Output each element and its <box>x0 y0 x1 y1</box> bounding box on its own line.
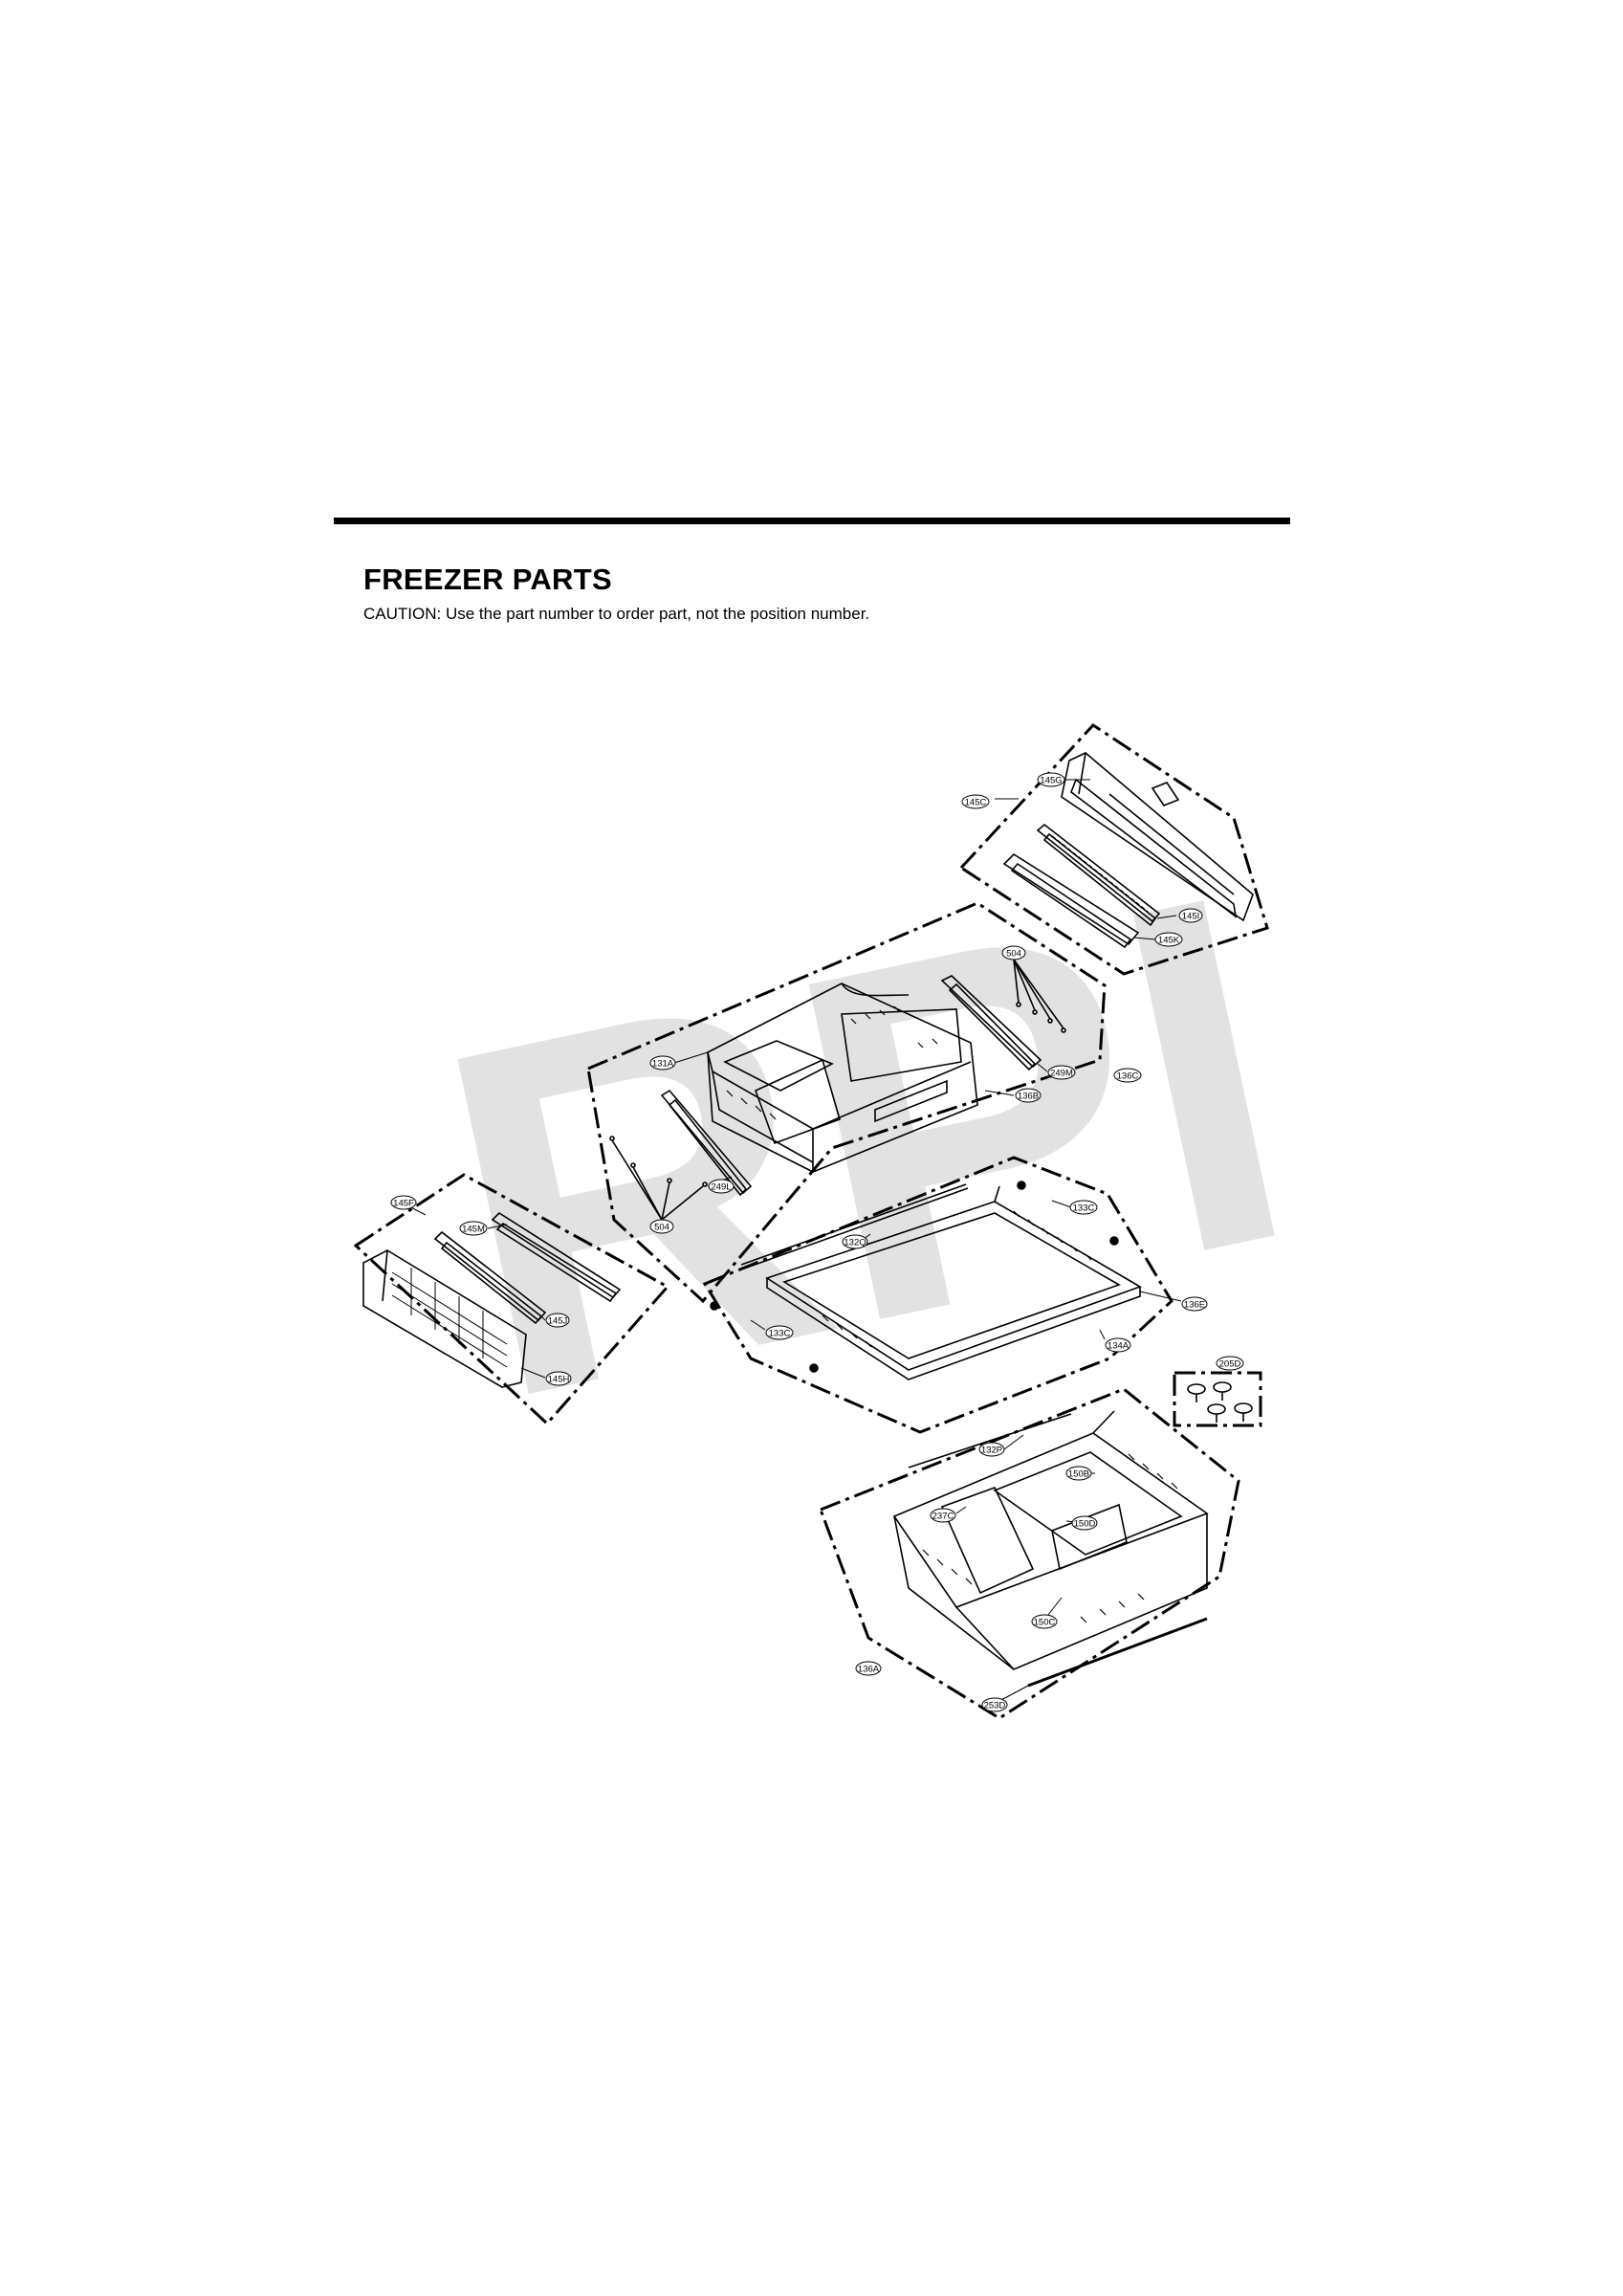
part-145G-rail-bracket <box>1061 752 1254 922</box>
part-249L-rail <box>660 1089 753 1197</box>
svg-text:133C: 133C <box>1073 1203 1095 1214</box>
callout-145C: 145C <box>961 794 990 809</box>
callout-145F: 145F <box>390 1195 417 1210</box>
callout-132P: 132P <box>978 1442 1005 1457</box>
svg-text:136E: 136E <box>1184 1300 1205 1311</box>
part-136A-bottom-basket <box>892 1410 1209 1670</box>
svg-text:132P: 132P <box>981 1446 1002 1456</box>
part-145H-rail-bracket <box>362 1249 527 1388</box>
svg-text:249L: 249L <box>711 1182 731 1193</box>
callout-145J: 145J <box>545 1313 570 1328</box>
callout-249L: 249L <box>708 1179 735 1194</box>
part-504-screws-upper <box>1013 959 1066 1033</box>
svg-text:145M: 145M <box>462 1225 485 1235</box>
callout-205D: 205D <box>1216 1356 1244 1371</box>
watermark-text: RPI <box>403 788 1329 1505</box>
part-205D-caps <box>1187 1381 1253 1423</box>
group-outlines <box>353 723 1269 1720</box>
caution-note: CAUTION: Use the part number to order pa… <box>363 605 870 623</box>
svg-text:145H: 145H <box>548 1375 570 1385</box>
svg-text:145I: 145I <box>1182 912 1200 922</box>
callout-136E: 136E <box>1181 1296 1208 1312</box>
svg-text:136C: 136C <box>1117 1071 1139 1082</box>
svg-text:249M: 249M <box>1050 1069 1073 1079</box>
svg-text:136B: 136B <box>1018 1092 1039 1102</box>
svg-text:145C: 145C <box>965 798 987 808</box>
outline-shelf-group <box>702 1156 1173 1434</box>
callout-253D: 253D <box>981 1697 1008 1712</box>
callout-145H: 145H <box>545 1371 572 1386</box>
header-rule <box>334 518 1290 524</box>
outline-145-rail-group <box>958 723 1269 976</box>
part-145I-slide-rail <box>1036 823 1161 927</box>
part-132P-rod <box>908 1413 1072 1468</box>
callout-504-lower: 504 <box>649 1219 674 1234</box>
outline-basket-group <box>819 1387 1240 1720</box>
callout-134A: 134A <box>1105 1337 1131 1353</box>
page-title: FREEZER PARTS <box>363 563 612 596</box>
part-132Q-rod <box>740 1183 969 1269</box>
callout-131A: 131A <box>649 1055 676 1071</box>
callout-150C: 150C <box>1031 1614 1058 1629</box>
svg-text:237C: 237C <box>932 1512 954 1522</box>
callout-237C: 237C <box>930 1508 956 1523</box>
svg-text:145G: 145G <box>1040 776 1062 786</box>
svg-text:133C: 133C <box>769 1329 791 1339</box>
svg-text:150C: 150C <box>1034 1618 1056 1628</box>
callout-150B: 150B <box>1065 1466 1092 1481</box>
part-249M-rail <box>940 975 1042 1071</box>
callouts: 145G 145C 145I 145K 504 131A 249M 136C 1… <box>390 772 1244 1712</box>
part-145K-slide-rail <box>1002 852 1140 949</box>
part-504-screws-lower <box>609 1136 708 1221</box>
svg-text:134A: 134A <box>1108 1341 1130 1352</box>
callout-136A: 136A <box>855 1661 882 1676</box>
svg-text:504: 504 <box>654 1223 669 1233</box>
watermark: RPI <box>403 788 1329 1505</box>
callout-145K: 145K <box>1154 932 1183 947</box>
svg-text:131A: 131A <box>652 1059 674 1070</box>
svg-text:205D: 205D <box>1219 1359 1241 1370</box>
part-133C-stoppers <box>710 1181 1119 1373</box>
callout-145I: 145I <box>1178 908 1203 923</box>
part-253D-trim <box>1027 1617 1208 1688</box>
svg-text:145J: 145J <box>548 1316 568 1327</box>
callout-145G: 145G <box>1037 772 1065 787</box>
callout-136B: 136B <box>1015 1088 1042 1103</box>
part-136B-upper-drawer <box>707 982 978 1173</box>
svg-text:136A: 136A <box>858 1665 880 1675</box>
callout-136C: 136C <box>1113 1068 1142 1083</box>
outline-upper-drawer-group <box>586 901 1107 1304</box>
svg-text:150D: 150D <box>1074 1519 1096 1530</box>
outline-caps-group <box>1173 1371 1262 1427</box>
part-134A-shelf <box>765 1185 1142 1380</box>
callout-133C-upper: 133C <box>1069 1200 1098 1215</box>
part-drawings <box>362 752 1254 1688</box>
callout-249M: 249M <box>1047 1065 1076 1080</box>
svg-text:145F: 145F <box>393 1199 414 1209</box>
leader-lines <box>401 779 1182 1702</box>
outline-left-rail-group <box>353 1173 670 1426</box>
svg-text:132Q: 132Q <box>844 1238 866 1248</box>
callout-145M: 145M <box>459 1221 488 1236</box>
callout-504-upper: 504 <box>1001 945 1026 960</box>
svg-text:145K: 145K <box>1158 936 1180 946</box>
callout-133C-lower: 133C <box>765 1325 794 1340</box>
svg-text:504: 504 <box>1006 949 1021 960</box>
callout-132Q: 132Q <box>842 1234 868 1249</box>
callout-150D: 150D <box>1071 1515 1098 1531</box>
svg-text:253D: 253D <box>984 1701 1006 1711</box>
svg-text:150B: 150B <box>1068 1469 1089 1480</box>
